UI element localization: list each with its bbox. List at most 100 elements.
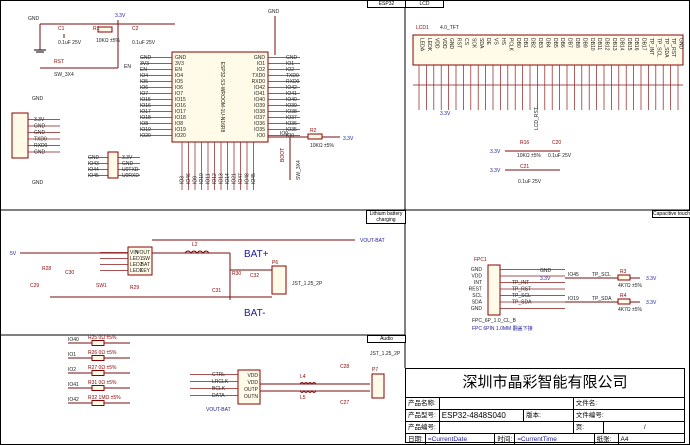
amp-left-pin-label: BCLK bbox=[212, 386, 226, 392]
uart-pin-label: GND bbox=[34, 150, 46, 156]
audio-jst-model: JST_1.25_2P bbox=[370, 351, 401, 357]
l4-inductor bbox=[299, 382, 317, 385]
esp-bottom-pin-label: IO47 bbox=[238, 173, 244, 184]
lcd-pin-label: VDD bbox=[433, 38, 439, 49]
lcd-pin-label: DB14 bbox=[618, 38, 624, 51]
p7-label: P7 bbox=[372, 367, 378, 373]
lcd-pin-label: DB5 bbox=[552, 38, 558, 48]
fpc-net-label: TP_RST bbox=[512, 287, 531, 293]
esp-left-pin-label: IO6 bbox=[175, 85, 183, 91]
esp-bottom-pin-label: IO10 bbox=[199, 173, 205, 184]
p6-label: P6 bbox=[272, 260, 278, 266]
esp-left-net-label: IO20 bbox=[140, 133, 151, 139]
esp-right-net-label: IO0 bbox=[286, 133, 294, 139]
audio-resistor bbox=[91, 400, 105, 406]
lcd-pin-label: DB16 bbox=[633, 38, 639, 51]
lcd-pin-label: DB10 bbox=[589, 38, 595, 51]
esp-bottom-pin-label: IO3 bbox=[180, 176, 186, 184]
esp-right-net-label: IO42 bbox=[286, 85, 297, 91]
charger-left-pin-label: VIN bbox=[130, 250, 139, 256]
amp-chip bbox=[237, 369, 261, 405]
audio-resistor-value: R32 1MΩ ±5% bbox=[88, 395, 121, 401]
esp-left-pin-label: IO15 bbox=[175, 97, 186, 103]
version-label: 版本: bbox=[524, 410, 574, 421]
esp-bottom-pin-label: IO13 bbox=[219, 173, 225, 184]
lcd-pin-label: PCLK bbox=[507, 38, 513, 52]
uart-pin-label: RXD0 bbox=[34, 143, 48, 149]
esp-right-net-label: IO41 bbox=[286, 91, 297, 97]
esp32-module: ESP32-S3-WROOM-1U-N16R8 bbox=[171, 51, 269, 143]
esp-left-net-label: 3V3 bbox=[140, 61, 149, 67]
esp-gnd-left: GND bbox=[28, 16, 40, 22]
paper-label: 纸张: bbox=[595, 434, 619, 445]
charger-right-pin-label: SW bbox=[142, 256, 150, 262]
section-tag-battery: Lithium battery charging bbox=[366, 210, 406, 224]
esp-left-net-label: IO15 bbox=[140, 97, 151, 103]
r3-value: 4K7Ω ±5% bbox=[618, 283, 643, 289]
boot-label: BOOT bbox=[280, 148, 286, 162]
l5-label: L5 bbox=[300, 395, 306, 401]
lcd-pin-label: DB8 bbox=[574, 38, 580, 48]
battery-connector bbox=[271, 265, 287, 295]
c30-label: C30 bbox=[65, 270, 74, 276]
esp-right-net-label: GND bbox=[286, 55, 298, 61]
tp-scl-net: TP_SCL bbox=[592, 272, 611, 278]
fpc-net-label: TP_SCL bbox=[512, 293, 531, 299]
fpc-connector bbox=[487, 264, 501, 316]
charger-left-pin-label: LED2 bbox=[130, 262, 143, 268]
tp-io19: IO19 bbox=[568, 296, 579, 302]
esp-right-pin-label: TXD0 bbox=[252, 73, 265, 79]
r16-label: R16 bbox=[520, 140, 529, 146]
tp-io45: IO45 bbox=[568, 272, 579, 278]
r4-label: R4 bbox=[620, 293, 627, 299]
c21-label: C21 bbox=[520, 164, 529, 170]
time-value: =CurrentTime bbox=[515, 434, 595, 445]
esp-gnd-top: GND bbox=[268, 9, 280, 15]
tp-3v3-a: 3.3V bbox=[646, 276, 657, 282]
io0-net: IO0 bbox=[280, 131, 288, 137]
product-number-label: 产品编号: bbox=[406, 422, 440, 433]
audio-net-label: IO42 bbox=[68, 397, 79, 403]
esp-left-pin-label: 3V3 bbox=[175, 61, 184, 67]
esp-left-net-label: IO5 bbox=[140, 79, 148, 85]
fpc-desc: FPC 6PIN 1.0MM 翻盖下接 bbox=[472, 325, 533, 332]
c29-label: C29 bbox=[30, 283, 39, 289]
lcd-pin-label: GND bbox=[678, 38, 684, 50]
l2-label: L2 bbox=[192, 242, 198, 248]
r1-resistor bbox=[97, 26, 113, 33]
esp-left-net-label: IO7 bbox=[140, 91, 148, 97]
amp-left-pin-label: CTRL bbox=[212, 372, 225, 378]
audio-resistor-value: R31 0Ω ±5% bbox=[88, 380, 117, 386]
tp-3v3-b: 3.3V bbox=[646, 300, 657, 306]
esp-right-net-label: IO35 bbox=[286, 127, 297, 133]
title-row-2: 产品型号: ESP32-4848S040 版本: 文件编号: bbox=[406, 410, 684, 422]
product-name-value bbox=[440, 398, 574, 409]
esp32-left-pins: GNDGND3V33V3ENENIO4IO4IO5IO5IO6IO6IO7IO7… bbox=[140, 55, 187, 139]
sw1-label: SW1 bbox=[96, 283, 107, 289]
esp-bottom-pin-label: IO14 bbox=[225, 173, 231, 184]
audio-resistor-value: R25 0Ω ±5% bbox=[88, 335, 117, 341]
amp-right-pin-label: VDD bbox=[247, 380, 258, 386]
lcd-pin-label: DB0 bbox=[515, 38, 521, 48]
header-left-pin-label: IO43 bbox=[88, 161, 99, 167]
en-label: EN bbox=[124, 64, 131, 70]
r16-value: 10KΩ ±5% bbox=[517, 153, 542, 159]
esp-right-pin-label: IO42 bbox=[254, 85, 265, 91]
charger-right-pin-label: BAT bbox=[141, 262, 150, 268]
esp-right-net-label: IO38 bbox=[286, 109, 297, 115]
j-gnd-bottom: GND bbox=[32, 180, 44, 186]
r29-label: R29 bbox=[130, 285, 139, 291]
header-right-pin-label: 3.3V bbox=[122, 155, 133, 161]
fpc-pin-label: VDD bbox=[471, 274, 482, 280]
company-name: 深圳市晶彩智能有限公司 bbox=[406, 369, 684, 398]
product-name-label: 产品名称: bbox=[406, 398, 440, 409]
page-label: 页: bbox=[574, 422, 604, 433]
amp-right-pin-label: VDD bbox=[247, 373, 258, 379]
lcd-pin-label: DB4 bbox=[544, 38, 550, 48]
lcd-pin-label: DB6 bbox=[559, 38, 565, 48]
esp-left-pin-label: IO17 bbox=[175, 109, 186, 115]
